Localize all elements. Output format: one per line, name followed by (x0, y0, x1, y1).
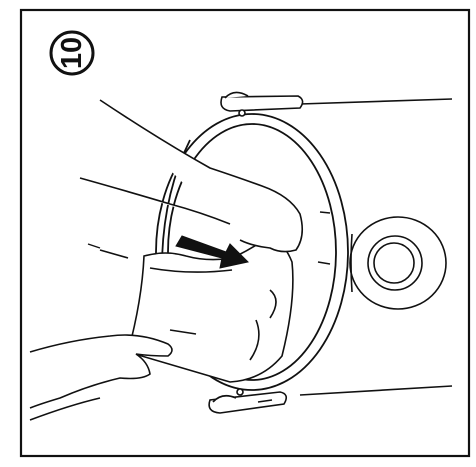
step-badge: 10 (51, 32, 93, 74)
step-number: 10 (56, 37, 88, 69)
